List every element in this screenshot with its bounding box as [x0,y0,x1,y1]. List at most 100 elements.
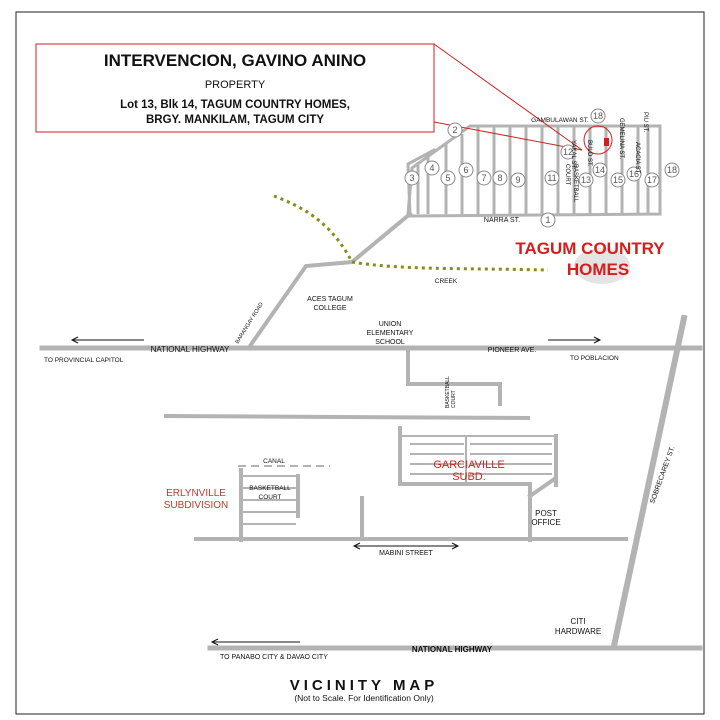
block-number-label: 17 [647,175,657,185]
block-marker-circle [644,172,660,188]
creek-label: CREEK [435,278,458,285]
block-number-label: 16 [629,169,639,179]
tagum-country-homes-label-2: HOMES [567,260,629,279]
barangay-road-label: BARANGAY ROAD [235,302,265,345]
citi-hardware-label-2: HARDWARE [555,627,601,636]
union-label-1: UNION [379,321,402,328]
block-marker-circle [447,122,463,138]
block-marker-circle [440,170,456,186]
erlynville-label-1: ERLYNVILLE [166,488,226,499]
garciaville-bball-label-1: BASKETBALL [445,376,451,408]
block-marker-circle [592,162,608,178]
acacia-street-label: ACACIA ST. [634,142,640,175]
pioneer-ave-label: PIONEER AVE. [488,347,537,354]
arrow-to-capitol-head [70,336,79,344]
block-marker-circle [424,160,440,176]
property-location-circle [583,125,613,155]
erlynville-lots [238,465,330,525]
vicinity-map-subtitle: (Not to Scale. For Identification Only) [294,693,434,703]
arrow-mabini-left-head [352,542,361,550]
sobrecarey-street-road [610,314,688,650]
aces-label-2: COLLEGE [313,305,346,312]
narra-street-label: NARRA ST. [484,217,520,224]
union-school-road [406,346,502,406]
to-panabo-davao-label: TO PANABO CITY & DAVAO CITY [220,654,328,661]
to-poblacion-label: TO POBLACION [570,355,619,362]
post-office-label-2: OFFICE [531,518,560,527]
road-network [39,147,703,651]
block-marker-circle [610,172,626,188]
block-number-label: 18 [593,111,603,121]
barangay-road [247,211,413,349]
erlynville-bball-label-2: COURT [259,494,282,501]
arrow-to-poblacion-head [593,336,602,344]
bulo-street-label: BULO ST. [586,140,592,167]
block-marker-circle [458,162,474,178]
erlynville-bball-label-1: BASKETBALL [249,485,291,492]
block-number-label: 12 [563,147,573,157]
block-marker-circle [626,166,642,182]
map-frame [15,11,705,715]
block-marker-circle [540,212,556,228]
block-number-label: 4 [429,163,434,173]
national-highway-bottom-label: NATIONAL HIGHWAY [412,645,493,654]
union-label-2: ELEMENTARY [367,330,414,337]
erlynville-label-2: SUBDIVISION [164,500,228,511]
mabini-street-label: MABINI STREET [379,550,433,557]
arrow-mabini-right-head [451,542,460,550]
block-marker-circle [664,162,680,178]
block-number-label: 5 [445,173,450,183]
national-highway-top-label: NATIONAL HIGHWAY [151,345,230,354]
tagum-country-homes-label-1: TAGUM COUNTRY [515,239,665,258]
yakal-street-label: YAKAL ST. [570,140,576,169]
block-number-label: 3 [409,173,414,183]
block-marker-circle [492,170,508,186]
post-office-label-1: POST [535,509,557,518]
block-number-label: 15 [613,175,623,185]
garciaville-bball-label-2: COURT [451,390,457,408]
block-marker-circle [510,172,526,188]
property-marker [604,138,609,146]
citi-hardware-label-1: CITI [570,617,585,626]
vicinity-map-title: VICINITY MAP [290,677,439,694]
property-callout-box [35,43,435,133]
block-marker-circle [578,172,594,188]
block-marker-circle [590,108,606,124]
garciaville-access-road [163,413,531,421]
direction-arrows [70,336,602,646]
property-address-line2: BRGY. MANKILAM, TAGUM CITY [146,114,324,126]
provincial-capitol-label: TO PROVINCIAL CAPITOL [44,357,124,364]
garciaville-label-2: SUBD. [452,471,486,483]
tch-basketball-label-1: BASKETBALL [572,164,578,203]
gemelina-street-label: GEMELINA ST. [618,118,624,159]
creek-line [273,194,549,272]
block-number-label: 2 [452,125,457,135]
property-address-line1: Lot 13, Blk 14, TAGUM COUNTRY HOMES, [120,99,350,111]
garciaville-lots [400,435,556,484]
property-type: PROPERTY [205,79,266,91]
piu-street-label: PIU ST. [642,112,648,133]
post-office-road [527,474,558,499]
block-number-label: 7 [481,173,486,183]
block-number-label: 18 [667,165,677,175]
block-number-label: 6 [463,165,468,175]
callout-leader-top [433,43,583,151]
garciaville-label-1: GARCIAVILLE [433,459,504,471]
block-number-label: 8 [497,173,502,183]
block-number-label: 9 [515,175,520,185]
block-marker-circle [544,170,560,186]
arrow-to-panabo-head [210,638,219,646]
block-number-label: 1 [545,215,550,225]
union-label-3: SCHOOL [375,339,405,346]
block-number-label: 13 [581,175,591,185]
tagum-label-highlight [574,248,630,284]
canal-label: CANAL [263,458,285,465]
block-marker-circle [476,170,492,186]
owner-name: INTERVENCION, GAVINO ANINO [104,51,366,70]
aces-label-1: ACES TAGUM [307,296,353,303]
block-number-label: 14 [595,165,605,175]
tch-basketball-label-2: COURT [564,164,570,186]
block-number-label: 11 [547,173,556,183]
block-marker-circle [404,170,420,186]
